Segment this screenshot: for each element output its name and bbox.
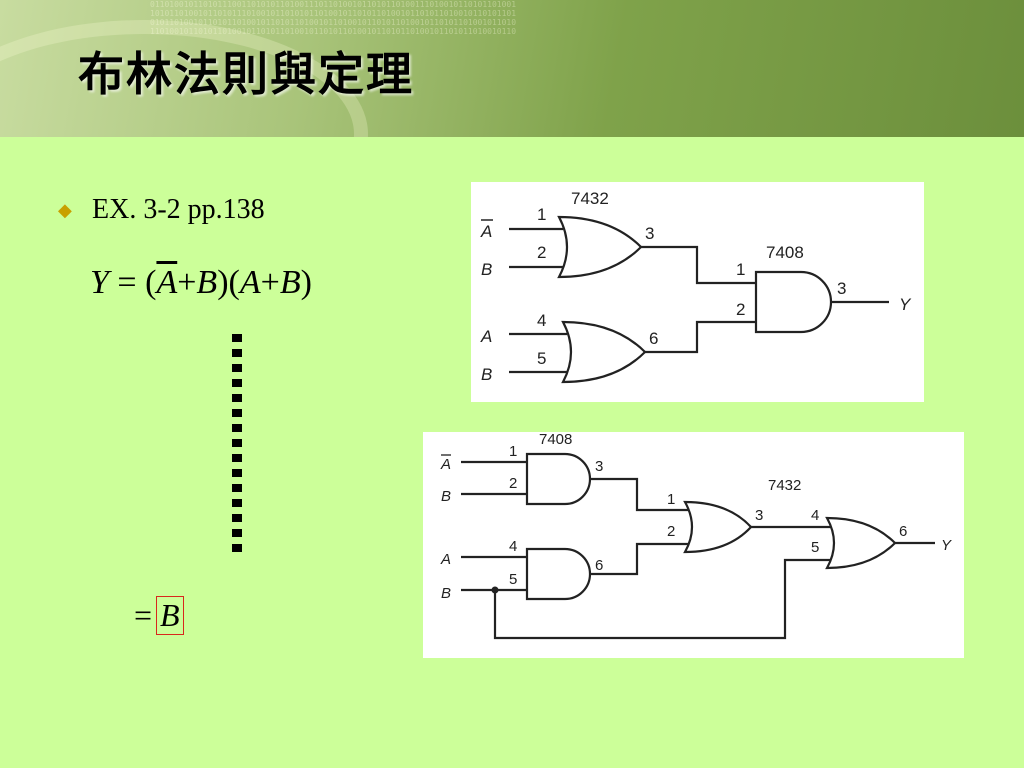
chip-label-7408: 7408 [766, 243, 804, 262]
pin-6: 6 [595, 557, 603, 574]
circuit-2-svg: A B A B 1 2 3 4 5 6 7408 7432 1 2 3 4 5 … [440, 431, 952, 640]
pin-3: 3 [595, 458, 603, 475]
wire-or1-out [641, 245, 756, 285]
or1-pin-1: 1 [667, 491, 675, 508]
label-b-2: B [441, 585, 451, 602]
equation-paren-open-1: ( [145, 264, 157, 301]
wire-b-feedback [493, 558, 831, 640]
and-gate-1-shape [525, 452, 592, 506]
junction-dot [491, 586, 499, 594]
chip-label-7408: 7408 [539, 432, 572, 448]
boolean-equation: Y = (A+B)(A+B) [90, 264, 312, 302]
or-gate-2-shape [825, 516, 897, 570]
equation-a-2: A [239, 264, 261, 301]
equation-plus-2: + [260, 264, 280, 301]
equation-paren-close-2: ) [300, 264, 312, 301]
wire-or2-out [645, 320, 756, 354]
label-a: A [480, 327, 492, 346]
equation-a-bar: A [156, 264, 178, 301]
pin-5: 5 [537, 349, 546, 368]
or2-pin-5: 5 [811, 539, 819, 556]
pin-1: 1 [537, 205, 546, 224]
pin-1: 1 [509, 443, 517, 460]
and-gate-2-shape [525, 547, 592, 601]
label-a-bar: A [480, 222, 492, 241]
equation-lhs: Y [90, 264, 109, 301]
pin-2: 2 [537, 243, 546, 262]
pin-3: 3 [645, 224, 654, 243]
and-gate-shape [754, 270, 833, 334]
chip-label-7432: 7432 [571, 189, 609, 208]
dotted-derivation-line [232, 334, 242, 552]
and-pin-2: 2 [736, 300, 745, 319]
label-b-1: B [481, 260, 492, 279]
result-boxed-b: B [156, 596, 184, 635]
or2-pin-6: 6 [899, 523, 907, 540]
or-gate-1-shape [683, 500, 753, 554]
equation-plus-1: + [177, 264, 197, 301]
pin-4: 4 [537, 311, 546, 330]
title-banner: 0110100101101011100110101011010011101101… [0, 0, 1024, 137]
or-gate-1-shape [557, 215, 643, 279]
pin-4: 4 [509, 538, 517, 555]
bullet-text: EX. 3-2 pp.138 [92, 194, 265, 225]
or-gate-2-shape [561, 320, 647, 384]
pin-2: 2 [509, 475, 517, 492]
result-expression: =B [134, 596, 184, 635]
equation-equals: = [117, 264, 137, 301]
banner-binary-pattern: 0110100101101011100110101011010011101101… [150, 0, 517, 36]
circuit-diagram-and-or: A B A B 1 2 3 4 5 6 7408 7432 1 2 3 4 5 … [423, 431, 964, 658]
and-pin-3: 3 [837, 279, 846, 298]
circuit-diagram-or-and: A B A B 1 2 3 4 5 6 7432 7408 1 2 3 Y [471, 182, 924, 402]
result-equals: = [134, 597, 153, 633]
label-b-2: B [481, 365, 492, 384]
label-a-bar: A [440, 456, 451, 473]
circuit-1-svg: A B A B 1 2 3 4 5 6 7432 7408 1 2 3 Y [480, 189, 912, 384]
wire-and2-out [590, 542, 689, 576]
equation-b-1: B [196, 264, 218, 301]
or2-pin-4: 4 [811, 507, 819, 524]
equation-paren-open-2: ( [228, 264, 240, 301]
or1-pin-2: 2 [667, 523, 675, 540]
and-pin-1: 1 [736, 260, 745, 279]
pin-5: 5 [509, 571, 517, 588]
equation-paren-close-1: ) [217, 264, 229, 301]
pin-6: 6 [649, 329, 658, 348]
label-b-1: B [441, 488, 451, 505]
equation-b-2: B [279, 264, 301, 301]
or1-pin-3: 3 [755, 507, 763, 524]
wire-and1-out [590, 477, 689, 512]
label-a: A [440, 551, 451, 568]
output-y: Y [899, 295, 912, 314]
chip-label-7432: 7432 [768, 477, 801, 494]
slide-title: 布林法則與定理 [78, 47, 414, 101]
output-y: Y [941, 537, 952, 554]
bullet-diamond-icon: ◆ [58, 200, 72, 220]
